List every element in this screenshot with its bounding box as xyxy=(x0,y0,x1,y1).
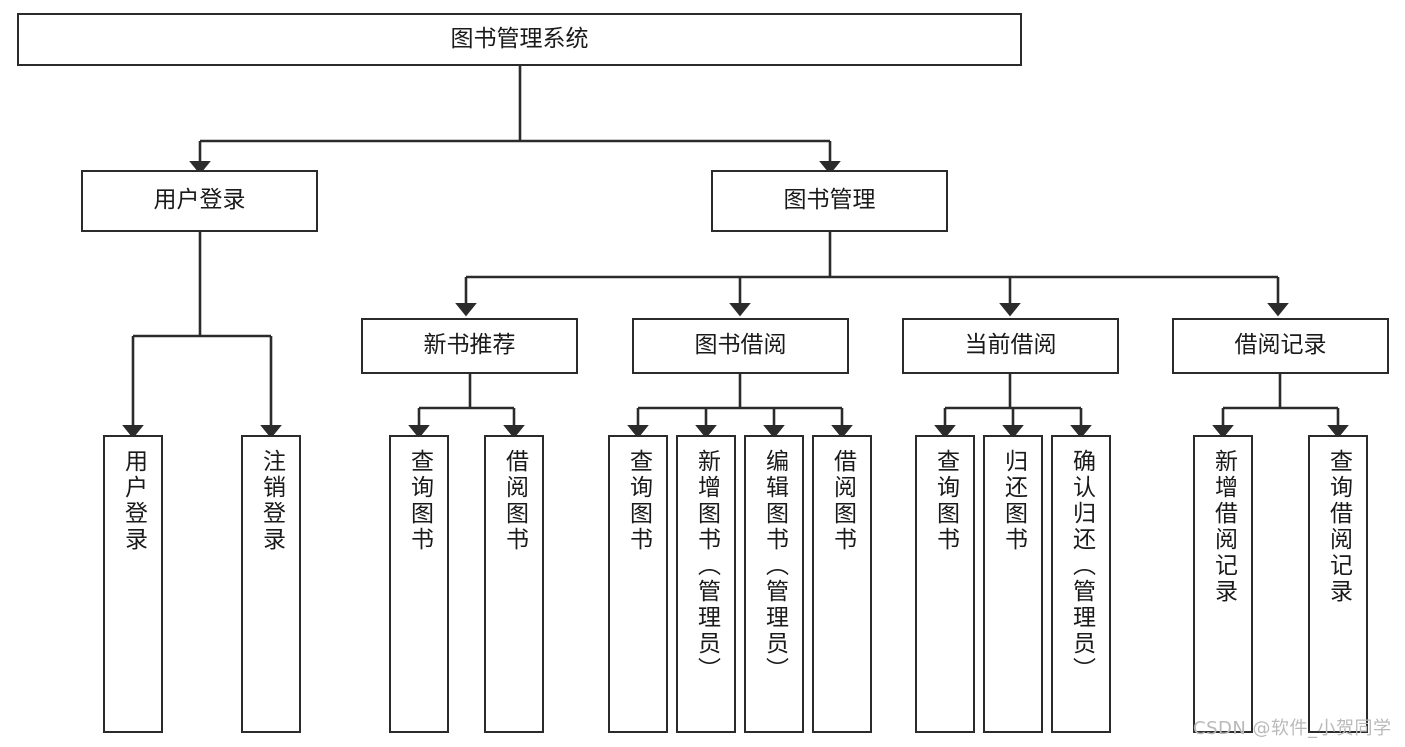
node-label: 新书推荐 xyxy=(423,332,516,359)
node-label: 当前借阅 xyxy=(964,332,1057,359)
node-label: 新增图书（管理员） xyxy=(693,449,720,683)
node-leaf-query-book-new[interactable]: 查询图书 xyxy=(389,435,449,733)
node-leaf-return-book[interactable]: 归还图书 xyxy=(983,435,1043,733)
node-leaf-borrow-book[interactable]: 借阅图书 xyxy=(812,435,872,733)
node-label: 查询图书 xyxy=(625,449,652,553)
node-label: 注销登录 xyxy=(258,449,285,553)
node-leaf-edit-book-admin[interactable]: 编辑图书（管理员） xyxy=(744,435,804,733)
node-borrow-record[interactable]: 借阅记录 xyxy=(1172,318,1389,374)
node-label: 确认归还（管理员） xyxy=(1068,449,1095,683)
node-label: 新增借阅记录 xyxy=(1210,449,1237,605)
node-leaf-query-book-current[interactable]: 查询图书 xyxy=(915,435,975,733)
node-leaf-borrow-book-new[interactable]: 借阅图书 xyxy=(484,435,544,733)
node-label: 查询图书 xyxy=(932,449,959,553)
node-label: 编辑图书（管理员） xyxy=(761,449,788,683)
node-label: 用户登录 xyxy=(153,187,246,214)
node-user-login[interactable]: 用户登录 xyxy=(81,170,318,232)
node-label: 借阅图书 xyxy=(501,449,528,553)
node-label: 借阅记录 xyxy=(1234,332,1327,359)
node-book-management[interactable]: 图书管理 xyxy=(711,170,948,232)
node-label: 图书管理系统 xyxy=(450,25,589,52)
node-book-borrow[interactable]: 图书借阅 xyxy=(632,318,849,374)
node-label: 查询图书 xyxy=(406,449,433,553)
node-label: 归还图书 xyxy=(1000,449,1027,553)
node-leaf-add-borrow-record[interactable]: 新增借阅记录 xyxy=(1193,435,1253,733)
node-leaf-add-book-admin[interactable]: 新增图书（管理员） xyxy=(676,435,736,733)
node-leaf-logout[interactable]: 注销登录 xyxy=(241,435,301,733)
node-label: 图书借阅 xyxy=(694,332,787,359)
node-leaf-query-borrow-record[interactable]: 查询借阅记录 xyxy=(1308,435,1368,733)
node-label: 查询借阅记录 xyxy=(1325,449,1352,605)
csdn-watermark: CSDN @软件_小贺同学 xyxy=(1193,718,1392,739)
node-leaf-query-book-borrow[interactable]: 查询图书 xyxy=(608,435,668,733)
node-current-borrow[interactable]: 当前借阅 xyxy=(902,318,1119,374)
node-new-book-recommend[interactable]: 新书推荐 xyxy=(361,318,578,374)
node-root-system[interactable]: 图书管理系统 xyxy=(17,13,1022,66)
node-label: 图书管理 xyxy=(783,187,876,214)
node-label: 用户登录 xyxy=(120,449,147,553)
node-leaf-confirm-return-admin[interactable]: 确认归还（管理员） xyxy=(1051,435,1111,733)
node-leaf-user-login[interactable]: 用户登录 xyxy=(103,435,163,733)
node-label: 借阅图书 xyxy=(829,449,856,553)
